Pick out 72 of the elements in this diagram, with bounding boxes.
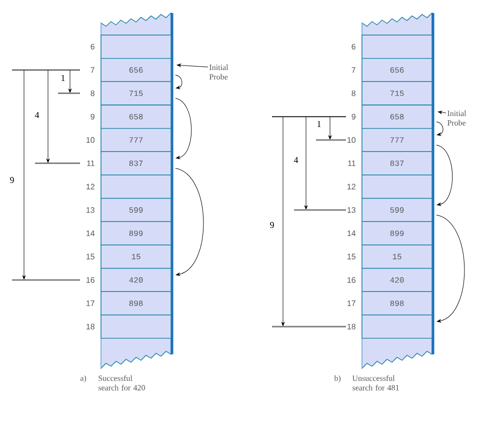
- table-cell: 715: [362, 81, 432, 106]
- dimension-label: 4: [34, 112, 40, 118]
- dimension-label: 4: [294, 157, 298, 163]
- table-cell: 599: [100, 198, 172, 222]
- row-number: 9: [90, 114, 94, 120]
- table-cell: 656: [100, 58, 172, 82]
- caption-letter: a): [80, 375, 86, 382]
- table-cell: 715: [100, 81, 172, 106]
- row-number: 16: [348, 277, 356, 283]
- dimension-label: 9: [270, 222, 274, 228]
- row-number: 9: [352, 114, 356, 120]
- table-cell: 837: [100, 151, 172, 176]
- arrow: [175, 168, 204, 276]
- row-number: 6: [352, 44, 356, 50]
- row-number: 12: [348, 184, 356, 190]
- table-cell: 898: [362, 291, 432, 316]
- arrow: [436, 214, 465, 322]
- table-cell: 420: [362, 268, 432, 292]
- arrow: [438, 110, 446, 114]
- row-number: 8: [352, 90, 356, 96]
- caption: Unsuccessful search for 481: [352, 375, 399, 390]
- row-number: 17: [86, 300, 94, 306]
- table-cell: 15: [362, 244, 432, 269]
- row-number: 18: [86, 324, 94, 330]
- probe-label: Initial Probe: [447, 110, 466, 126]
- table-cell: 899: [100, 221, 172, 246]
- table-cell: 777: [100, 128, 172, 152]
- empty-cell: [100, 314, 172, 339]
- arrow: [175, 74, 182, 90]
- arrow: [176, 64, 208, 68]
- table-cell: 420: [100, 268, 172, 292]
- row-number: 15: [86, 254, 94, 260]
- table-cell: 656: [362, 58, 432, 82]
- row-number: 15: [348, 254, 356, 260]
- table-cell: 777: [362, 128, 432, 152]
- row-number: 6: [90, 44, 94, 50]
- row-number: 17: [348, 300, 356, 306]
- arrow: [436, 121, 444, 136]
- row-number: 7: [352, 67, 356, 73]
- dimension-label: 9: [10, 176, 14, 184]
- probe-label: Initial Probe: [209, 64, 228, 80]
- arrow: [436, 144, 453, 206]
- row-number: 11: [348, 160, 356, 166]
- table-cell: 658: [100, 104, 172, 129]
- row-number: 8: [90, 90, 94, 96]
- empty-cell: [362, 34, 432, 59]
- arrow: [175, 98, 192, 160]
- table-cell: 599: [362, 198, 432, 222]
- row-number: 7: [90, 67, 94, 73]
- empty-cell: [362, 174, 432, 199]
- table-cell: 837: [362, 151, 432, 176]
- dimension-label: 1: [62, 75, 65, 81]
- dimension-label: 1: [318, 121, 321, 127]
- table-cell: 15: [100, 244, 172, 269]
- row-number: 13: [86, 207, 94, 213]
- caption-letter: b): [334, 375, 340, 382]
- row-number: 16: [86, 277, 94, 283]
- empty-cell: [100, 34, 172, 59]
- row-number: 11: [87, 160, 94, 166]
- row-number: 13: [348, 207, 356, 213]
- caption: Successful search for 420: [98, 375, 145, 390]
- empty-cell: [362, 314, 432, 339]
- table-cell: 899: [362, 221, 432, 246]
- table-cell: 658: [362, 104, 432, 129]
- table-cell: 898: [100, 291, 172, 316]
- row-number: 14: [86, 230, 95, 236]
- row-number: 18: [348, 324, 356, 330]
- row-number: 12: [86, 184, 94, 190]
- empty-cell: [100, 174, 172, 199]
- row-number: 10: [348, 137, 356, 143]
- row-number: 10: [86, 137, 94, 143]
- row-number: 14: [348, 230, 356, 236]
